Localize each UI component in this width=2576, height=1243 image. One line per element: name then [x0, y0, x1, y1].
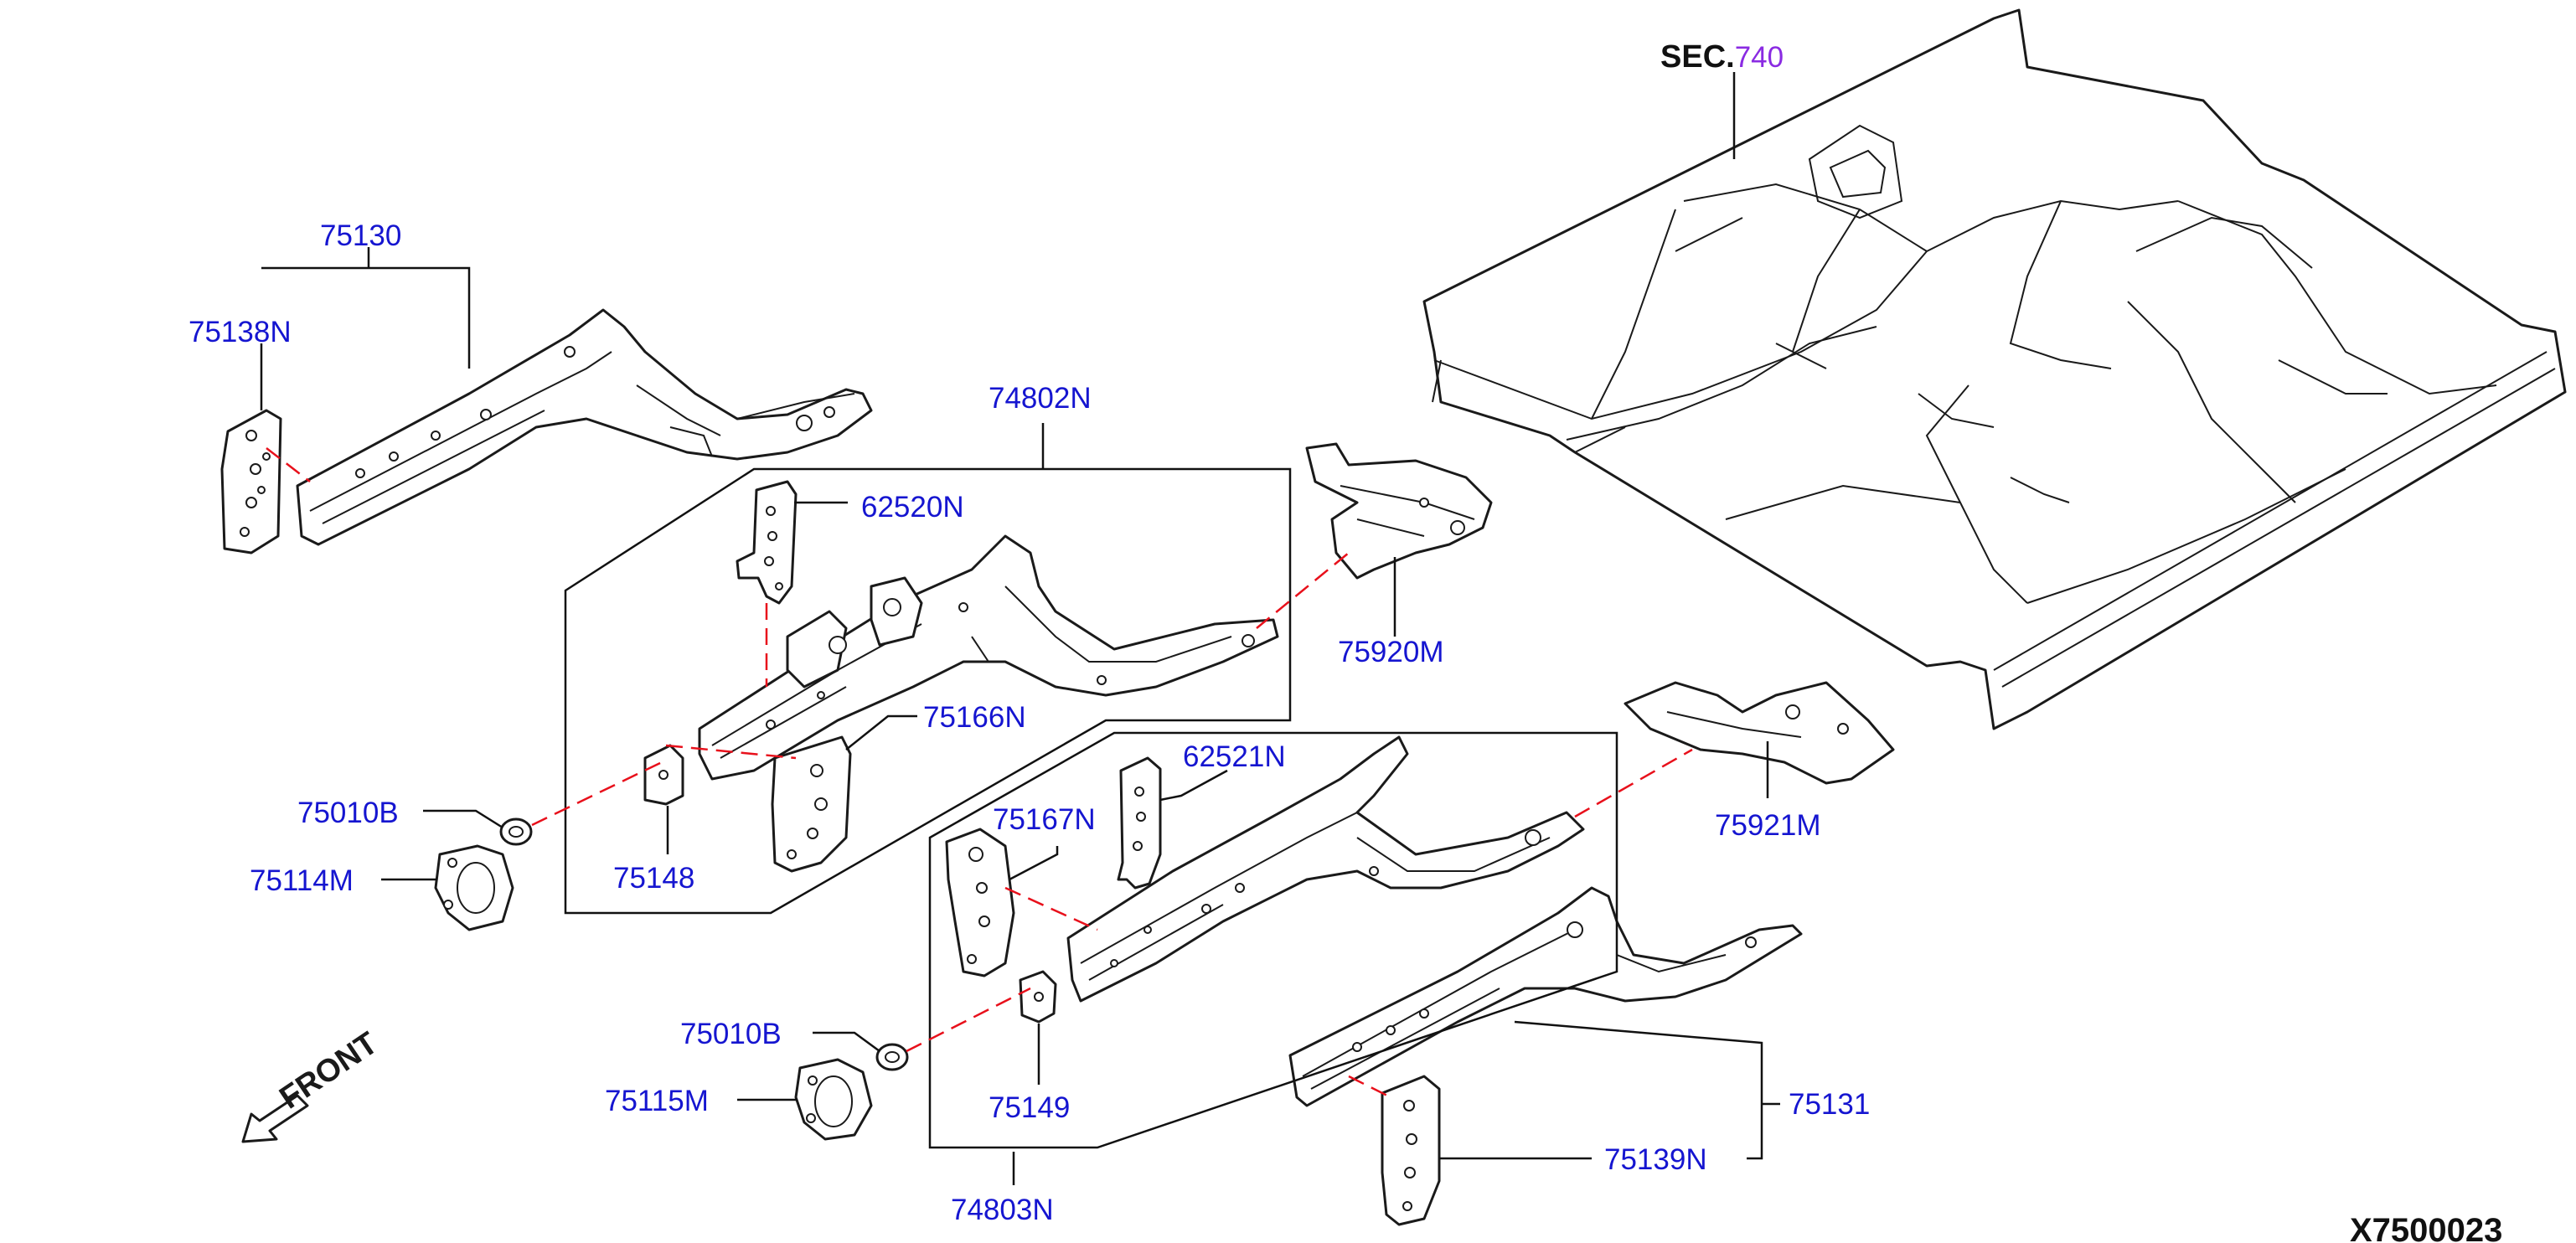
part-62521N-drawing — [1117, 756, 1162, 890]
callout-75167N[interactable]: 75167N — [993, 803, 1096, 836]
part-75114M-drawing — [434, 844, 514, 931]
front-label: FRONT — [274, 1025, 385, 1116]
callout-75010B-upper[interactable]: 75010B — [297, 797, 399, 829]
callout-75921M[interactable]: 75921M — [1715, 809, 1820, 842]
section-reference[interactable]: SEC.740 — [1660, 39, 1784, 75]
part-75167N-drawing — [945, 828, 1015, 977]
callout-75130[interactable]: 75130 — [320, 219, 401, 252]
section-number[interactable]: 740 — [1735, 41, 1784, 74]
callout-75010B-lower[interactable]: 75010B — [680, 1018, 782, 1050]
part-75139N-drawing — [1381, 1075, 1441, 1226]
diagram-id: X7500023 — [2350, 1212, 2502, 1243]
callout-74803N[interactable]: 74803N — [951, 1194, 1054, 1226]
assembly-boundary-74802N — [564, 467, 1292, 915]
callout-62521N[interactable]: 62521N — [1183, 740, 1286, 773]
part-75130-drawing — [296, 308, 873, 546]
callout-75139N[interactable]: 75139N — [1604, 1143, 1707, 1176]
part-75138N-drawing — [220, 409, 282, 554]
part-75131-drawing — [1288, 886, 1803, 1107]
callout-75166N[interactable]: 75166N — [923, 701, 1026, 734]
part-75149-drawing — [1019, 970, 1057, 1024]
callout-74802N[interactable]: 74802N — [989, 382, 1092, 415]
floor-panel-drawing — [1422, 8, 2567, 730]
callout-75131[interactable]: 75131 — [1789, 1088, 1870, 1121]
callout-75114M[interactable]: 75114M — [250, 864, 354, 897]
part-75920M-drawing — [1305, 442, 1493, 580]
callout-75115M[interactable]: 75115M — [605, 1085, 709, 1117]
callout-62520N[interactable]: 62520N — [861, 491, 964, 524]
alignment-lines — [266, 447, 1693, 1099]
section-prefix: SEC. — [1660, 39, 1735, 75]
callout-75138N[interactable]: 75138N — [188, 316, 292, 348]
front-indicator: FRONT — [241, 1025, 385, 1143]
part-75010B-lower-drawing — [875, 1043, 909, 1071]
part-75166N-drawing — [771, 735, 852, 873]
part-75115M-drawing — [794, 1058, 873, 1141]
part-75921M-drawing — [1624, 681, 1895, 785]
front-arrow-icon — [241, 1094, 309, 1143]
callout-75148[interactable]: 75148 — [613, 862, 694, 895]
callout-75149[interactable]: 75149 — [989, 1091, 1070, 1124]
part-75148-drawing — [643, 744, 684, 806]
callout-labels: 75130 75138N 74802N 62520N 75920M 75166N… — [188, 219, 1870, 1226]
part-75010B-upper-drawing — [499, 817, 533, 846]
callout-75920M[interactable]: 75920M — [1338, 636, 1443, 668]
leader-lines — [260, 72, 1780, 1185]
part-74803N-drawing — [1066, 735, 1585, 1003]
part-62520N-drawing — [736, 480, 798, 605]
part-74802N-drawing — [698, 534, 1279, 781]
assembly-boundary-74803N — [928, 731, 1618, 1149]
